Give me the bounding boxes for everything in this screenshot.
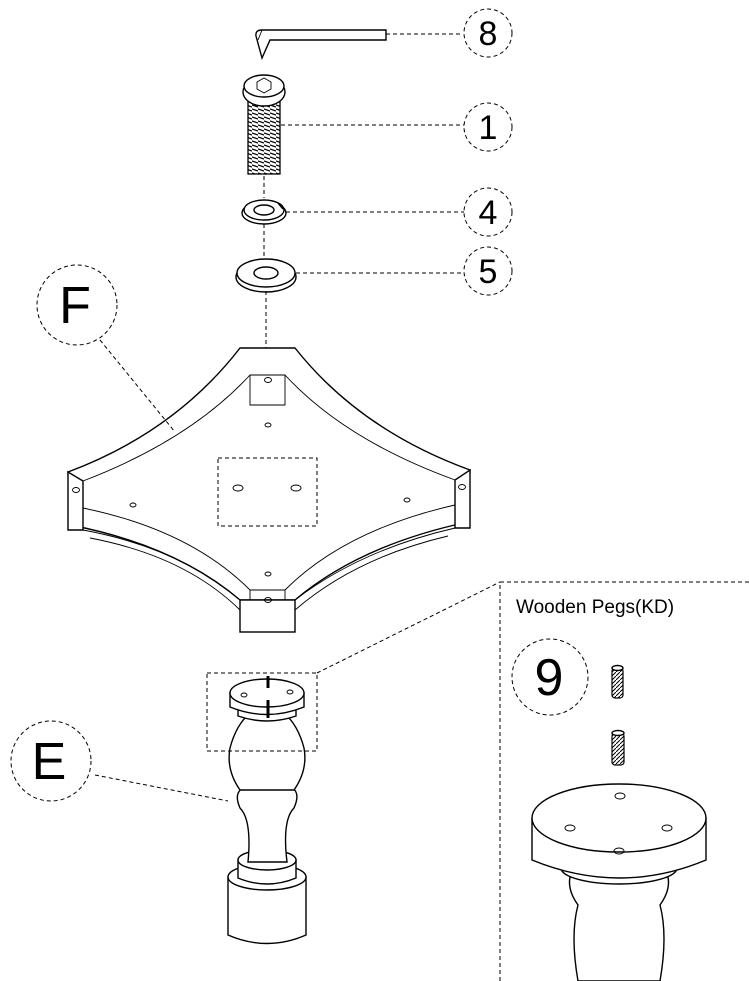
- callout-1-label: 1: [479, 109, 498, 147]
- leader-F: [99, 339, 176, 433]
- wooden-peg-upper: [611, 667, 624, 699]
- turned-leg: [206, 672, 318, 945]
- callout-E: E: [10, 720, 92, 802]
- bolt: [242, 74, 286, 175]
- cross-base: [67, 347, 471, 633]
- leader-E: [94, 774, 229, 802]
- callout-8-label: 8: [479, 15, 498, 53]
- hex-key: [255, 29, 387, 61]
- callout-F: F: [36, 264, 118, 346]
- detail-panel: Wooden Pegs(KD): [499, 581, 749, 981]
- callout-9-label: 9: [535, 649, 564, 707]
- lock-washer: [241, 199, 287, 225]
- flat-washer: [235, 258, 297, 293]
- detail-title: Wooden Pegs(KD): [516, 597, 674, 618]
- callout-4-label: 4: [479, 194, 498, 232]
- callout-1: 1: [463, 102, 513, 152]
- callout-F-label: F: [59, 277, 91, 335]
- wooden-peg-lower: [611, 732, 625, 766]
- callout-4: 4: [463, 187, 513, 237]
- callout-5-label: 5: [479, 253, 498, 291]
- callout-5: 5: [463, 246, 513, 296]
- callout-E-label: E: [32, 733, 67, 791]
- callout-9: 9: [511, 638, 589, 716]
- callout-8: 8: [463, 8, 513, 58]
- leader-detail: [316, 581, 501, 674]
